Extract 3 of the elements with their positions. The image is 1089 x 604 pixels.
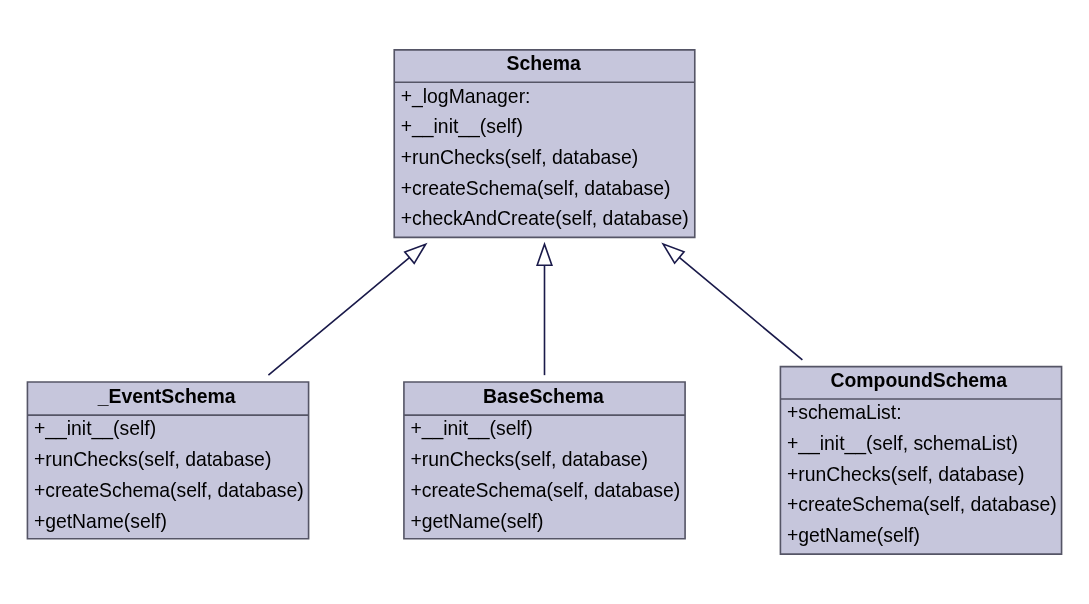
arrow [536,241,553,376]
arrow [267,242,428,376]
arrow [661,242,804,361]
